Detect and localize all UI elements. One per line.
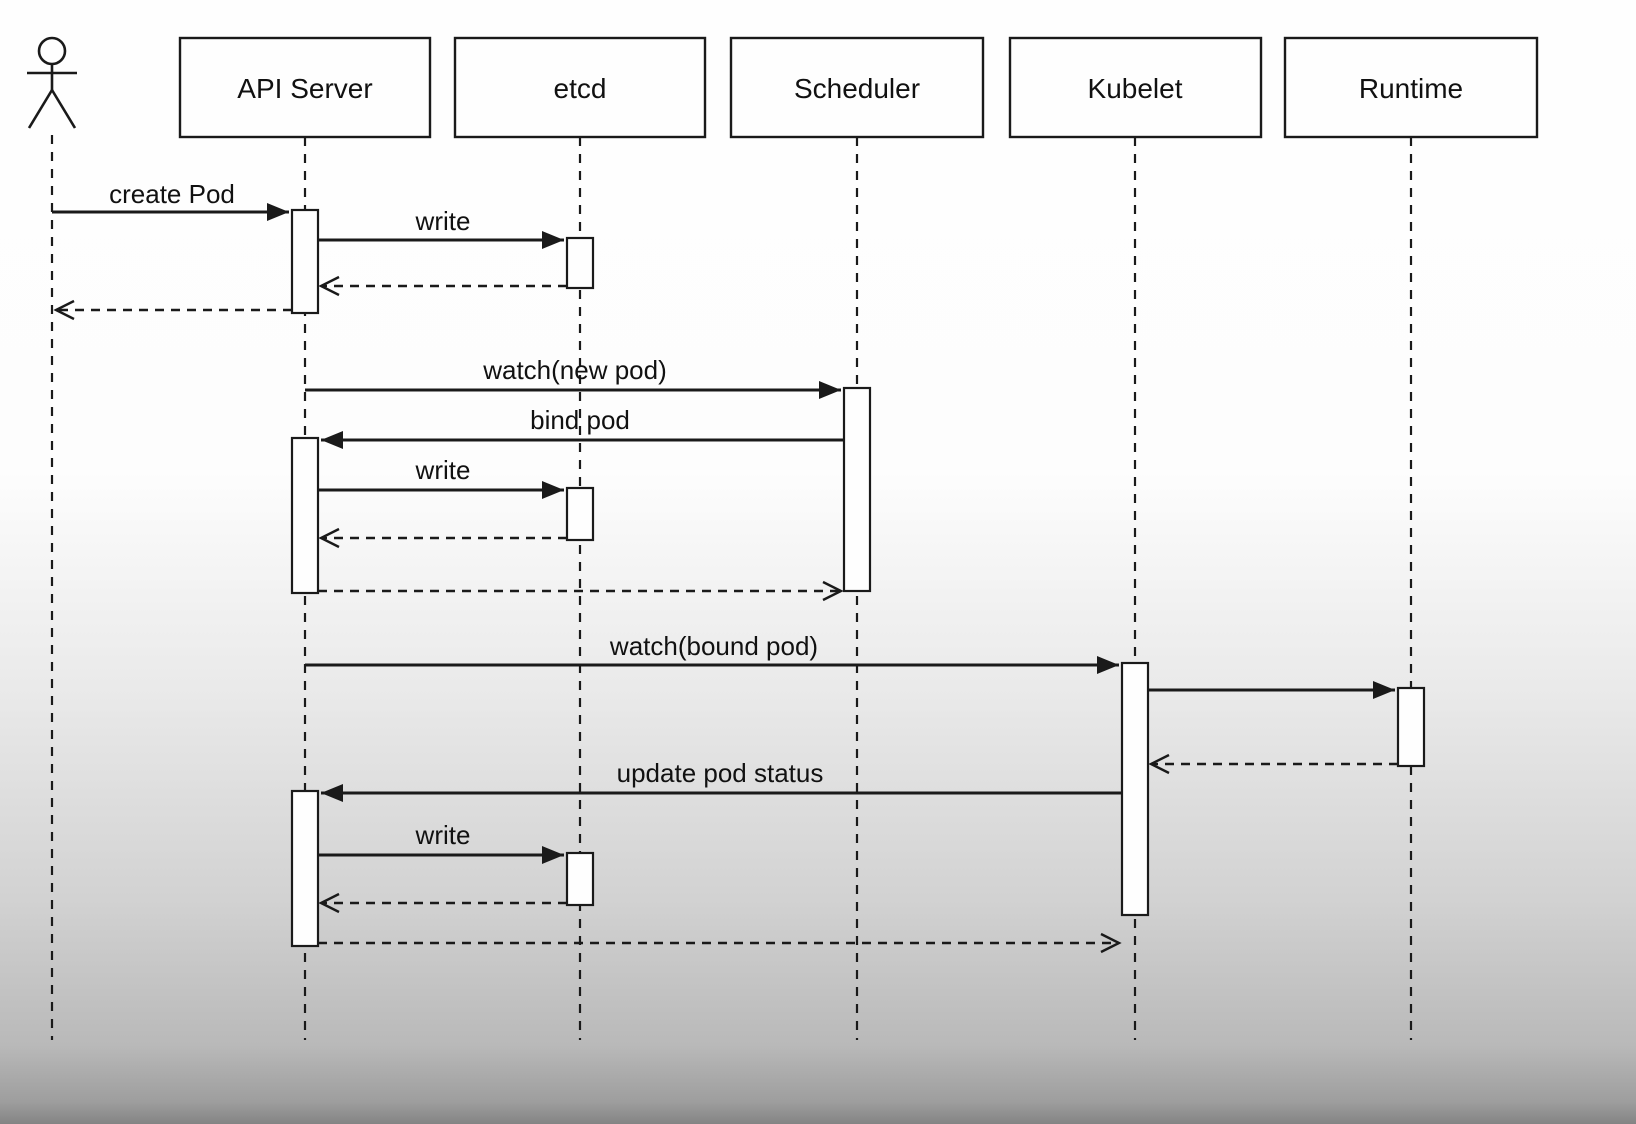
activation-etcd-2 (565, 486, 595, 542)
activation-api-server-3 (290, 789, 320, 948)
message-label-update-pod-status: update pod status (617, 758, 824, 788)
participant-box-scheduler (729, 36, 985, 139)
message-create-pod: create Pod (52, 179, 289, 221)
activation-runtime-1 (1396, 686, 1426, 768)
message-label-watch-new-pod: watch(new pod) (482, 355, 667, 385)
message-update-pod-status: update pod status (321, 758, 1122, 802)
activation-kubelet-1 (1120, 661, 1150, 917)
actor-leg-right (50, 89, 77, 129)
activation-etcd-3 (565, 851, 595, 907)
participant-label-etcd: etcd (554, 73, 607, 104)
participant-label-kubelet: Kubelet (1088, 73, 1183, 104)
message-label-create-pod: create Pod (109, 179, 235, 209)
message-write-1: write (318, 206, 564, 249)
activation-scheduler-1 (842, 386, 872, 593)
activation-api-server-1 (290, 208, 320, 315)
message-watch-bound-pod: watch(bound pod) (305, 631, 1119, 674)
participant-box-kubelet (1008, 36, 1263, 139)
activation-api-server-2 (290, 436, 320, 595)
message-bind-pod: bind pod (321, 405, 844, 449)
message-write-3: write (318, 820, 564, 864)
participant-label-api-server: API Server (237, 73, 372, 104)
activation-etcd-1 (565, 236, 595, 290)
message-label-watch-bound-pod: watch(bound pod) (609, 631, 818, 661)
message-write-2: write (318, 455, 564, 499)
actor-leg-left (27, 89, 54, 129)
participant-label-runtime: Runtime (1359, 73, 1463, 104)
message-label-bind-pod: bind pod (530, 405, 630, 435)
actor-user (27, 36, 77, 129)
participant-box-api-server (178, 36, 432, 139)
message-label-write-1: write (415, 206, 471, 236)
participant-box-runtime (1283, 36, 1539, 139)
message-label-write-3: write (415, 820, 471, 850)
message-label-write-2: write (415, 455, 471, 485)
message-watch-new-pod: watch(new pod) (305, 355, 841, 399)
participant-box-etcd (453, 36, 707, 139)
participant-label-scheduler: Scheduler (794, 73, 920, 104)
actor-head (37, 36, 67, 66)
